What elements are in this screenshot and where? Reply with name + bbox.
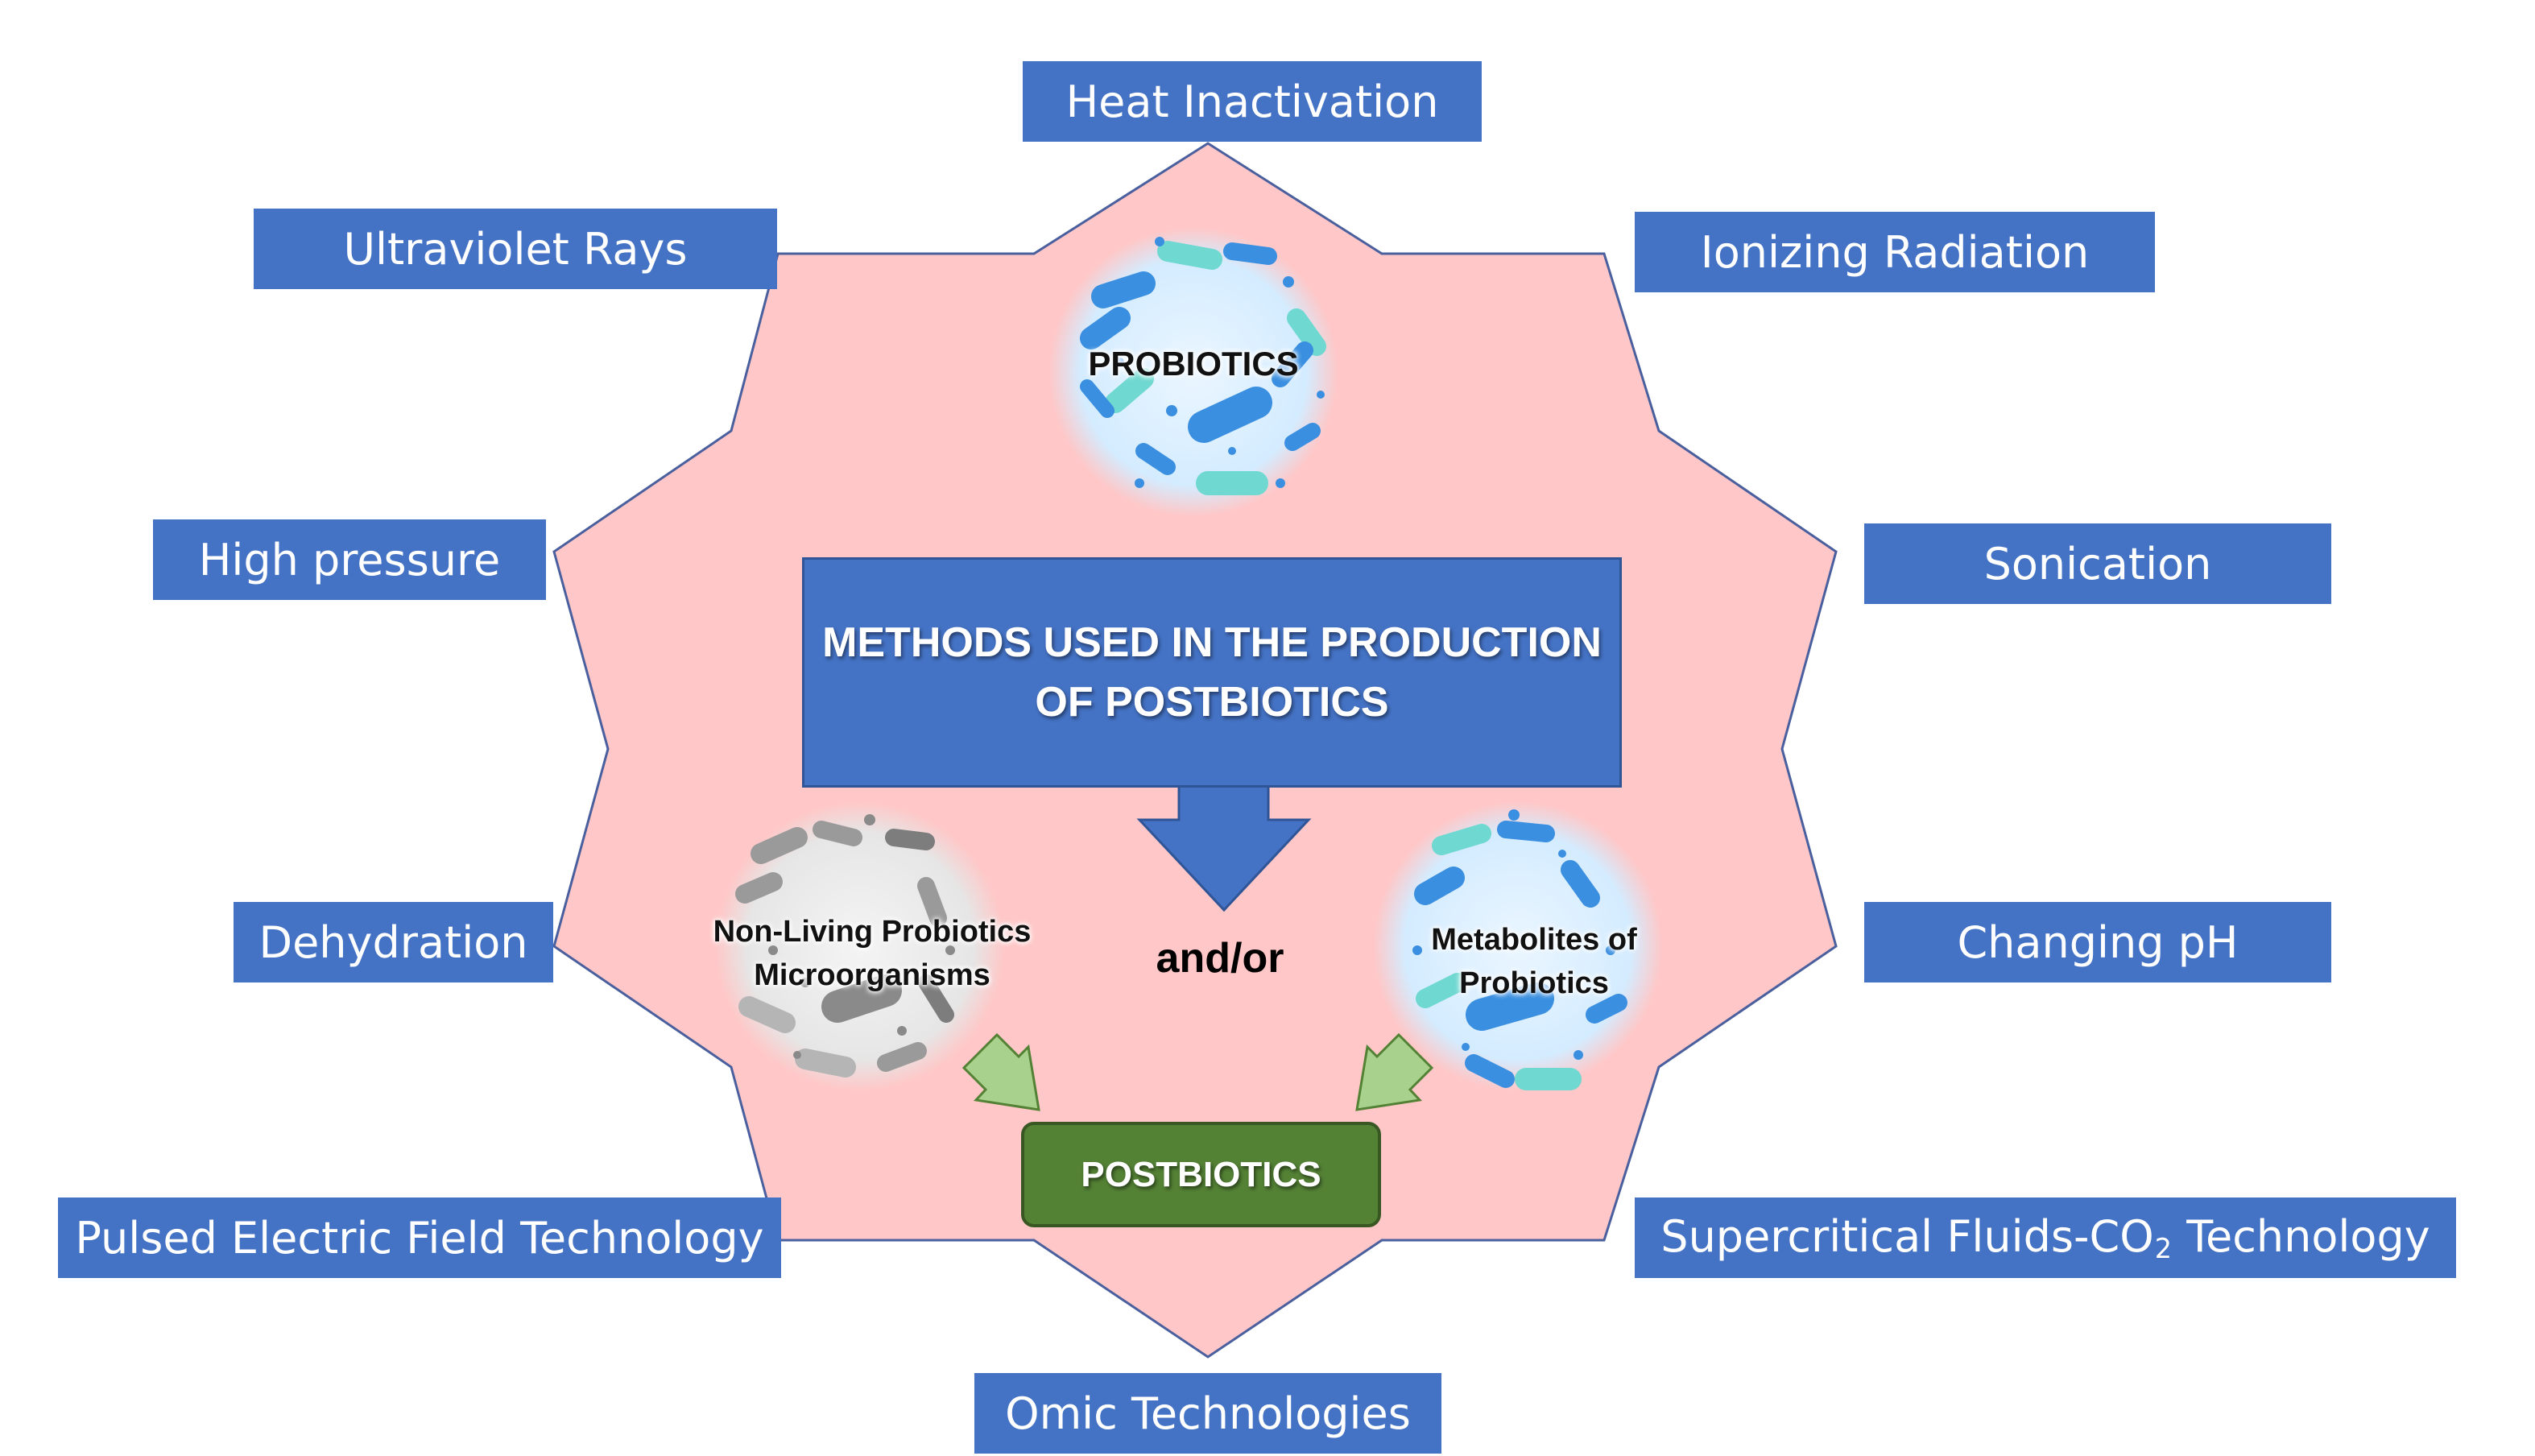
method-label: Omic Technologies [1005, 1388, 1411, 1439]
supercritical-suffix: Technology [2173, 1210, 2430, 1262]
method-label: Changing pH [1957, 916, 2239, 968]
down-arrow-icon [1136, 784, 1312, 912]
method-omic-technologies: Omic Technologies [974, 1373, 1441, 1454]
method-label: Dehydration [258, 916, 528, 968]
method-label: Ionizing Radiation [1700, 226, 2090, 278]
non-living-line-2: Microorganisms [754, 958, 990, 992]
method-heat-inactivation: Heat Inactivation [1023, 61, 1482, 142]
green-arrow-left-icon [961, 1032, 1040, 1111]
method-label: Ultraviolet Rays [343, 223, 688, 275]
supercritical-prefix: Supercritical Fluids-CO [1660, 1210, 2154, 1262]
method-label: High pressure [198, 534, 501, 585]
metabolites-label: Metabolites of Probiotics [1393, 918, 1675, 1005]
co2-subscript: 2 [2154, 1233, 2173, 1265]
probiotics-text: PROBIOTICS [1088, 345, 1299, 383]
method-label: Sonication [1983, 538, 2212, 589]
and-or-label: and/or [1127, 934, 1313, 982]
method-sonication: Sonication [1864, 523, 2331, 604]
method-label: Pulsed Electric Field Technology [75, 1212, 764, 1264]
method-ionizing-radiation: Ionizing Radiation [1635, 212, 2155, 292]
center-title-box: METHODS USED IN THE PRODUCTION OF POSTBI… [802, 557, 1622, 788]
probiotics-circle-icon [1048, 227, 1338, 517]
and-or-text: and/or [1156, 935, 1284, 982]
title-line-2: OF POSTBIOTICS [1035, 679, 1389, 726]
probiotics-label: PROBIOTICS [1073, 345, 1314, 383]
method-changing-ph: Changing pH [1864, 902, 2331, 982]
metabolites-circle-icon [1373, 801, 1663, 1091]
title-line-1: METHODS USED IN THE PRODUCTION [822, 619, 1602, 666]
method-dehydration: Dehydration [234, 902, 553, 982]
method-ultraviolet-rays: Ultraviolet Rays [254, 209, 777, 289]
green-arrow-right-icon [1355, 1032, 1434, 1111]
metabolites-line-1: Metabolites of [1431, 923, 1637, 957]
non-living-probiotics-label: Non-Living Probiotics Microorganisms [699, 910, 1045, 997]
postbiotics-box: POSTBIOTICS [1021, 1122, 1381, 1227]
non-living-probiotics-circle-icon [715, 801, 1005, 1091]
metabolites-line-2: Probiotics [1459, 966, 1609, 1000]
method-high-pressure: High pressure [153, 519, 546, 600]
method-supercritical-fluids: Supercritical Fluids-CO2 Technology [1635, 1197, 2456, 1278]
method-label: Heat Inactivation [1065, 76, 1439, 127]
non-living-line-1: Non-Living Probiotics [713, 915, 1032, 949]
method-label: Supercritical Fluids-CO2 Technology [1660, 1211, 2430, 1264]
postbiotics-text: POSTBIOTICS [1081, 1154, 1321, 1194]
method-pulsed-electric-field: Pulsed Electric Field Technology [58, 1197, 781, 1278]
